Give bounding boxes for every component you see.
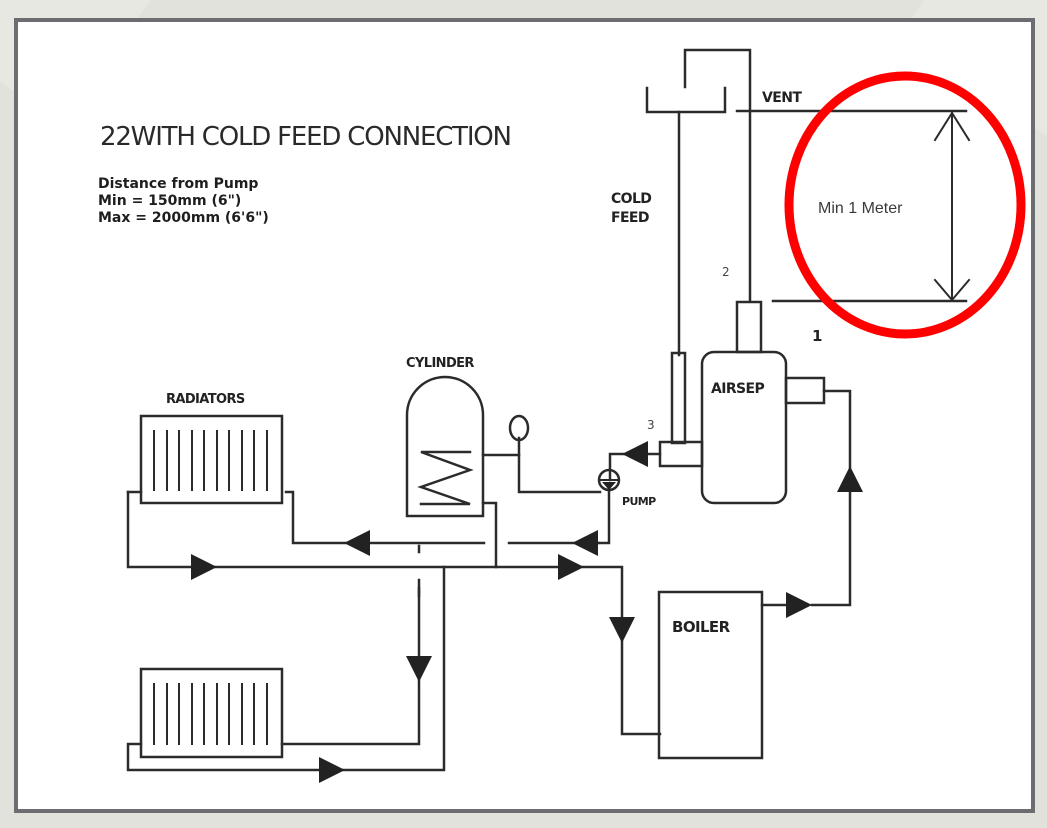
radiators-label: RADIATORS xyxy=(166,392,245,407)
radiator-upper xyxy=(139,414,284,505)
pump-label: PUMP xyxy=(622,495,656,508)
airsep-flow-stub xyxy=(784,376,826,405)
arrow-right-icon xyxy=(191,554,217,580)
arrow-up-icon xyxy=(837,466,863,492)
cylinder-primary-pipe xyxy=(481,453,602,494)
arrow-left-icon xyxy=(572,530,598,556)
cold-feed-sleeve xyxy=(670,351,687,445)
arrow-down-icon xyxy=(406,656,432,682)
radiator-fins xyxy=(153,430,268,745)
vent-connector xyxy=(735,300,763,354)
arrow-right-icon xyxy=(558,554,584,580)
highlight-circle xyxy=(784,71,1026,339)
pump-to-return-pipe xyxy=(596,488,611,545)
radiator-lower xyxy=(139,667,284,759)
radiator-lower-flow xyxy=(126,565,446,772)
thermostat-bulb-icon xyxy=(508,414,530,442)
marker-3: 3 xyxy=(647,418,655,432)
airsep-label: AIRSEP xyxy=(711,381,764,397)
cylinder-label: CYLINDER xyxy=(406,356,474,371)
note-max: Max = 2000mm (6'6") xyxy=(98,210,269,226)
arrow-right-icon xyxy=(319,757,345,783)
marker-1: 1 xyxy=(812,327,822,345)
flow-pipe xyxy=(126,490,662,736)
arrow-left-icon xyxy=(344,530,370,556)
arrow-left-icon xyxy=(622,441,648,467)
diagram-title: 22WITH COLD FEED CONNECTION xyxy=(100,122,512,152)
radiator-lower-return xyxy=(280,578,421,746)
cylinder-coil xyxy=(417,450,474,506)
vent-label: VENT xyxy=(762,90,802,106)
cold-feed-label-2: FEED xyxy=(611,210,649,226)
return-pipe-left xyxy=(284,490,486,545)
pump-distance-note: Distance from Pump Min = 150mm (6") Max … xyxy=(98,176,269,227)
cold-feed-tee xyxy=(658,440,704,468)
cylinder-return-pipe xyxy=(481,501,498,569)
vent-pipe xyxy=(683,48,752,302)
boiler-body xyxy=(657,590,764,760)
boiler-label: BOILER xyxy=(672,618,731,636)
arrow-down-icon xyxy=(609,617,635,643)
marker-2: 2 xyxy=(722,265,730,279)
boiler-flow-pipe xyxy=(810,389,852,607)
dimension-arrow-bottom-icon xyxy=(933,278,971,302)
cylinder-body xyxy=(405,375,485,518)
airsep-body xyxy=(700,350,788,505)
note-min: Min = 150mm (6") xyxy=(98,193,242,209)
feed-tank xyxy=(645,86,727,114)
note-heading: Distance from Pump xyxy=(98,176,259,192)
pump-inlet-pipe xyxy=(608,452,632,482)
cold-feed-label-1: COLD xyxy=(611,191,651,207)
pump-triangle-icon xyxy=(602,482,616,490)
dimension-arrow-top-icon xyxy=(933,111,971,142)
min-distance-annotation: Min 1 Meter xyxy=(818,200,903,217)
arrow-right-icon xyxy=(786,592,812,618)
